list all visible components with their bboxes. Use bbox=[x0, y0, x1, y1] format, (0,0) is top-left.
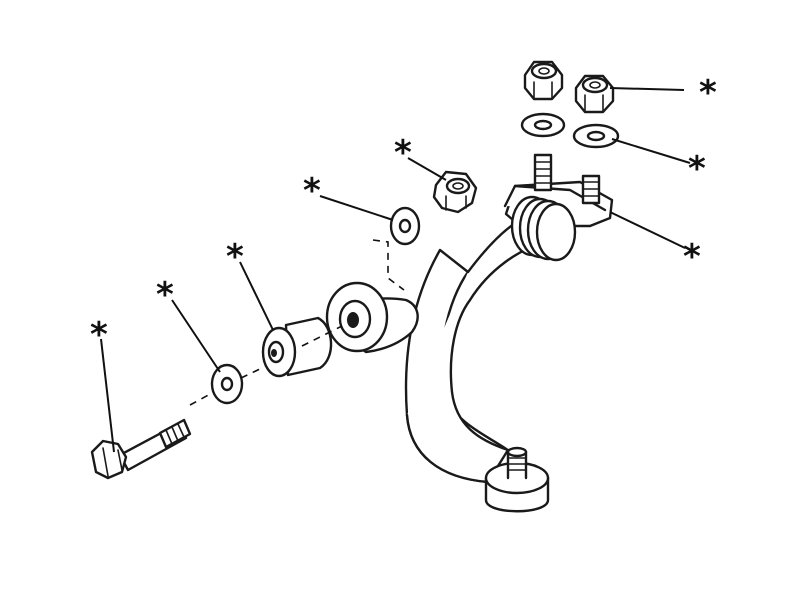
leader-bracket-nut bbox=[609, 87, 685, 91]
marker-mounting-bracket: * bbox=[683, 237, 701, 277]
front-washer bbox=[210, 363, 244, 405]
leader-front-bush bbox=[239, 261, 274, 331]
wishbone-arm bbox=[340, 213, 542, 484]
bush-eye bbox=[325, 281, 389, 353]
marker-bracket-nut: * bbox=[699, 73, 717, 113]
bolt bbox=[90, 418, 192, 480]
marker-bolt: * bbox=[90, 315, 108, 355]
leader-front-washer bbox=[171, 299, 221, 373]
marker-front-bush: * bbox=[226, 237, 244, 277]
leader-mounting-bracket bbox=[609, 211, 686, 249]
bracket-washer-left bbox=[520, 112, 566, 138]
bracket-stud-right bbox=[581, 174, 601, 205]
leader-bracket-washer bbox=[611, 138, 691, 164]
marker-bracket-washer: * bbox=[688, 149, 706, 189]
leader-bolt bbox=[100, 338, 115, 453]
rear-washer bbox=[389, 206, 421, 246]
bracket-nut-left bbox=[523, 60, 564, 101]
bracket-stud-left bbox=[533, 153, 553, 192]
assembly-path-front bbox=[189, 325, 343, 406]
leader-rear-washer bbox=[319, 195, 394, 221]
leader-lines bbox=[100, 87, 691, 453]
marker-front-washer: * bbox=[156, 275, 174, 315]
bracket-nut-right bbox=[574, 74, 615, 114]
front-bush bbox=[261, 316, 333, 378]
markers: * * * * * * * * bbox=[90, 73, 717, 355]
leader-nyloc-nut bbox=[407, 157, 447, 181]
assembly-path-rear bbox=[372, 239, 405, 291]
ball-joint bbox=[484, 446, 550, 513]
bracket-washer-right bbox=[572, 123, 620, 149]
marker-rear-washer: * bbox=[303, 171, 321, 211]
marker-nyloc-nut: * bbox=[394, 133, 412, 173]
nyloc-nut bbox=[432, 170, 478, 214]
